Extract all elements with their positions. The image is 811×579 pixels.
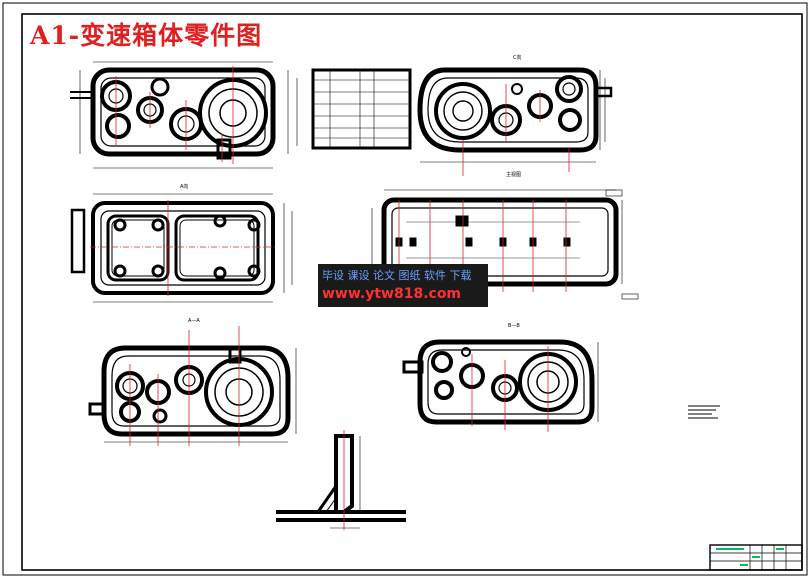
- a-a-section-centerlines: [129, 326, 240, 446]
- spec-table: [311, 68, 412, 150]
- a-a-section-view: [88, 345, 297, 443]
- front-view-right-centerlines: [462, 84, 570, 176]
- view-label-b-b: B—B: [508, 323, 520, 329]
- drawing-frame: [21, 13, 803, 571]
- a-direction-centerlines: [90, 200, 276, 296]
- view-label-c-direction: C向: [513, 55, 522, 61]
- front-section-centerlines: [115, 66, 234, 164]
- b-b-section-view: [402, 339, 599, 425]
- view-label-a-direction: A向: [180, 184, 189, 190]
- rib-detail-view: [276, 434, 406, 529]
- view-label-main: 主视图: [506, 172, 522, 178]
- title-block: [709, 544, 803, 571]
- drawing-title: A1-变速箱体零件图: [30, 21, 263, 50]
- view-label-a-a: A—A: [188, 318, 200, 324]
- technical-notes: [688, 405, 720, 419]
- watermark-url[interactable]: www.ytw818.com: [322, 286, 462, 302]
- watermark-banner[interactable]: 毕设 课设 论文 图纸 软件 下载 www.ytw818.com: [318, 264, 488, 307]
- front-section-view: [70, 61, 298, 169]
- front-view-right: [417, 67, 613, 163]
- watermark-tagline: 毕设 课设 论文 图纸 软件 下载: [322, 269, 472, 282]
- a-direction-view: [70, 193, 293, 303]
- b-b-section-centerlines: [471, 346, 549, 432]
